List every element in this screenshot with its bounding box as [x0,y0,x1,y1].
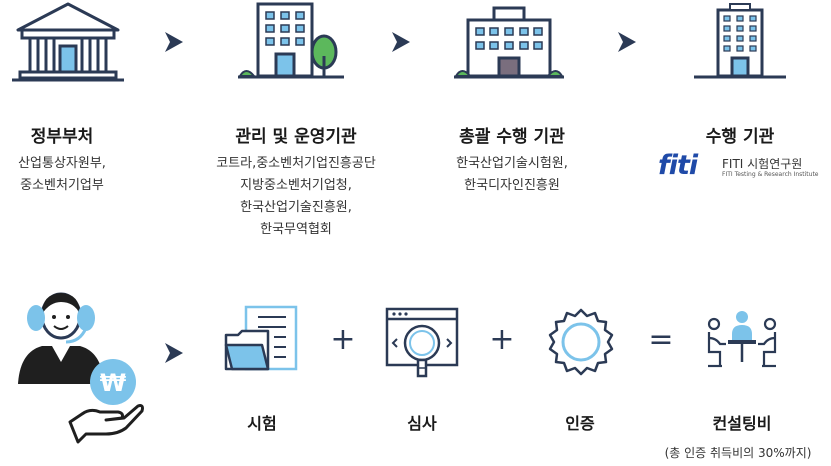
review-magnifier-icon [385,307,459,378]
fiti-logo-subtitle: FITI Testing & Research Institute [722,171,819,178]
stage-title: 수행 기관 [705,127,775,147]
office-building-icon [238,2,344,79]
stage-desc-line: 중소벤처기업부 [20,178,104,193]
service-label-review: 심사 [407,414,437,433]
fiti-logo: fiti FITI 시험연구원 FITI Testing & Research … [658,150,828,186]
equals-operator: = [648,322,674,357]
service-label-certification: 인증 [565,414,595,433]
consultant-headset-icon [18,292,104,384]
service-label-test: 시험 [247,414,277,433]
stage-desc-line: 한국무역협회 [260,222,332,237]
institute-building-icon [454,6,564,79]
test-document-icon [224,305,298,371]
stage-title: 정부부처 [30,127,94,147]
fiti-logo-mark: fiti [658,150,698,181]
certification-badge-icon [548,308,614,376]
won-sign: ₩ [100,369,127,397]
arrow-right-icon [165,343,183,363]
fiti-logo-name: FITI 시험연구원 [722,157,803,171]
stage-desc-line: 한국산업기술시험원, [456,156,568,171]
consulting-meeting-icon [707,311,777,368]
stage-title: 관리 및 운영기관 [235,127,357,147]
stage-title: 총괄 수행 기관 [459,127,565,147]
plus-operator: + [489,322,515,357]
stage-desc-line: 코트라,중소벤처기업진흥공단 [216,156,376,171]
stage-desc-line: 한국디자인진흥원 [464,178,560,193]
stage-desc: 한국산업기술시험원, 한국디자인진흥원 [430,153,594,197]
arrow-right-icon [392,32,410,52]
stage-desc-line: 한국산업기술진흥원, [240,200,352,215]
tower-building-icon [694,3,786,79]
service-label-consulting: 컨설팅비 [712,414,772,433]
plus-operator: + [330,322,356,357]
stage-desc: 산업통상자원부, 중소벤처기업부 [0,153,124,197]
government-building-icon [12,2,124,82]
arrow-right-icon [165,32,183,52]
subsidy-note: (총 인증 취득비의 30%까지) [664,446,812,460]
stage-desc: 코트라,중소벤처기업진흥공단 지방중소벤처기업청, 한국산업기술진흥원, 한국무… [200,153,392,241]
stage-desc-line: 산업통상자원부, [18,156,106,171]
stage-desc-line: 지방중소벤처기업청, [240,178,352,193]
hand-coin-icon: ₩ [68,359,144,444]
arrow-right-icon [618,32,636,52]
